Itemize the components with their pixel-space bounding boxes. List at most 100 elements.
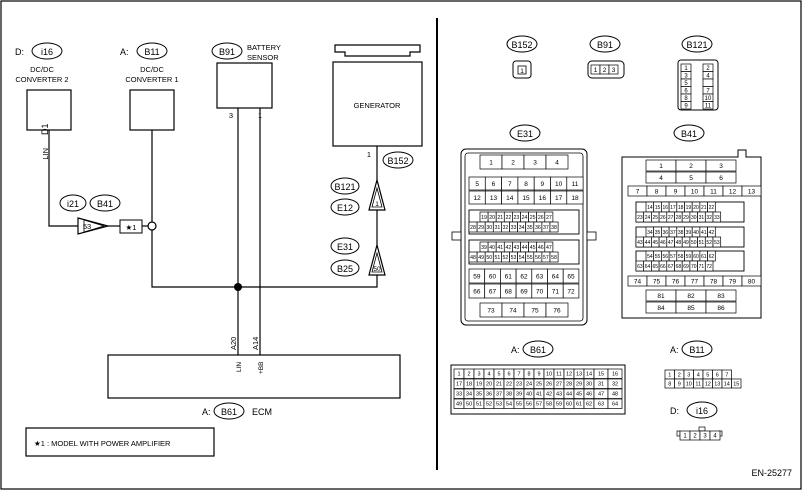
pin-number: 78 [710, 278, 718, 285]
pin-number: 31 [699, 215, 705, 221]
pin-number: 30 [691, 215, 697, 221]
pin-cell [566, 176, 584, 191]
ecm-pin-b: A14 [251, 337, 260, 350]
pin-number: 3 [719, 163, 723, 170]
dcdc2-line2: CONVERTER 2 [15, 75, 68, 84]
pin-number: 55 [516, 402, 522, 408]
pin-number: 20 [486, 382, 492, 388]
battery-box [216, 62, 273, 109]
pin-cell [607, 368, 623, 379]
pin-number: 19 [476, 382, 482, 388]
pin-cell [712, 236, 722, 248]
pin-number: 69 [520, 288, 528, 295]
b91-badge [589, 35, 621, 53]
ecm-pin-b-wire: +BB [258, 362, 265, 374]
wires [48, 108, 378, 355]
pin-number: 6 [716, 372, 719, 378]
pin-cell [705, 289, 737, 302]
pin-number: 81 [657, 293, 665, 300]
pin-number: 4 [555, 159, 559, 166]
pin-number: 23 [516, 382, 522, 388]
pin-number: 67 [668, 264, 674, 270]
i16-badge [686, 401, 718, 419]
b152-name: B152 [511, 40, 532, 50]
pin-number: 82 [687, 293, 695, 300]
b41-name: B41 [681, 129, 697, 139]
pin-number: 64 [552, 273, 560, 280]
pin-number: 15 [522, 195, 530, 202]
pin-number: 62 [520, 273, 528, 280]
pin-number: 23 [514, 215, 520, 221]
pin-number: 14 [506, 195, 514, 202]
pin-number: 28 [566, 382, 572, 388]
pin-number: 3 [687, 372, 690, 378]
pin-cell [741, 185, 762, 197]
dcdc2-wire: LIN [41, 148, 50, 160]
pin-number: 58 [546, 402, 552, 408]
pin-number: 37 [670, 230, 676, 236]
pin-number: 34 [519, 225, 525, 231]
jc-top-pin: 1 [375, 201, 379, 208]
pin-number: 14 [586, 372, 592, 378]
pin-number: 1 [683, 434, 687, 440]
pin-number: 48 [470, 255, 476, 261]
pin-number: 72 [567, 288, 575, 295]
pin-cell [705, 171, 737, 184]
pin-number: 9 [541, 181, 545, 188]
pin-cell [705, 301, 737, 314]
pin-number: 59 [686, 254, 692, 260]
pin-number: 32 [503, 225, 509, 231]
b91-pin-1: 1 [594, 67, 598, 74]
b91-name: B91 [597, 40, 613, 50]
pin-number: 10 [686, 381, 692, 387]
pin-number: 71 [552, 288, 560, 295]
pin-number: 44 [566, 392, 572, 398]
pin-number: 62 [586, 402, 592, 408]
pin-number: 75 [531, 307, 539, 314]
pin-number: 62 [709, 254, 715, 260]
pin-number: 5 [475, 181, 479, 188]
pin-number: 68 [505, 288, 513, 295]
pin-number: 8 [668, 381, 671, 387]
pin-number: 3 [533, 159, 537, 166]
pin-number: 8 [524, 181, 528, 188]
pin-number: 1 [684, 66, 688, 72]
pin-number: 68 [676, 264, 682, 270]
pin-number: 46 [538, 245, 544, 251]
dcdc1-prefix: A: [120, 47, 129, 57]
pin-number: 42 [709, 230, 715, 236]
pin-number: 2 [511, 159, 515, 166]
pin-number: 47 [546, 245, 552, 251]
pin-number: 64 [645, 264, 651, 270]
pin-number: 55 [655, 254, 661, 260]
pin-number: 16 [612, 372, 618, 378]
pin-number: 30 [586, 382, 592, 388]
pin-number: 53 [496, 402, 502, 408]
pin-number: 3 [684, 73, 688, 79]
ecm-pin-a-wire: LIN [236, 362, 243, 372]
pin-number: 27 [556, 382, 562, 388]
pin-number: 4 [706, 73, 710, 79]
amp-marker: ★1 [126, 223, 137, 232]
battery-conn-badge [211, 42, 243, 60]
pin-number: 66 [660, 264, 666, 270]
pin-cell [607, 378, 623, 389]
dcdc1-conn-badge [136, 42, 168, 60]
b91-pin-3: 3 [612, 67, 616, 74]
i16-name: i16 [696, 406, 708, 416]
amp-conn-a-badge [59, 194, 87, 212]
generator-pin: 1 [367, 150, 371, 159]
pin-number: 28 [470, 225, 476, 231]
pin-number: 45 [530, 245, 536, 251]
pin-number: 57 [670, 254, 676, 260]
pin-number: 36 [662, 230, 668, 236]
pin-number: 56 [526, 402, 532, 408]
e31-latch-left [451, 231, 462, 241]
pin-number: 53 [714, 240, 720, 246]
pin-number: 46 [586, 392, 592, 398]
pin-number: 54 [506, 402, 512, 408]
pin-number: 41 [497, 245, 503, 251]
pin-number: 3 [703, 434, 707, 440]
